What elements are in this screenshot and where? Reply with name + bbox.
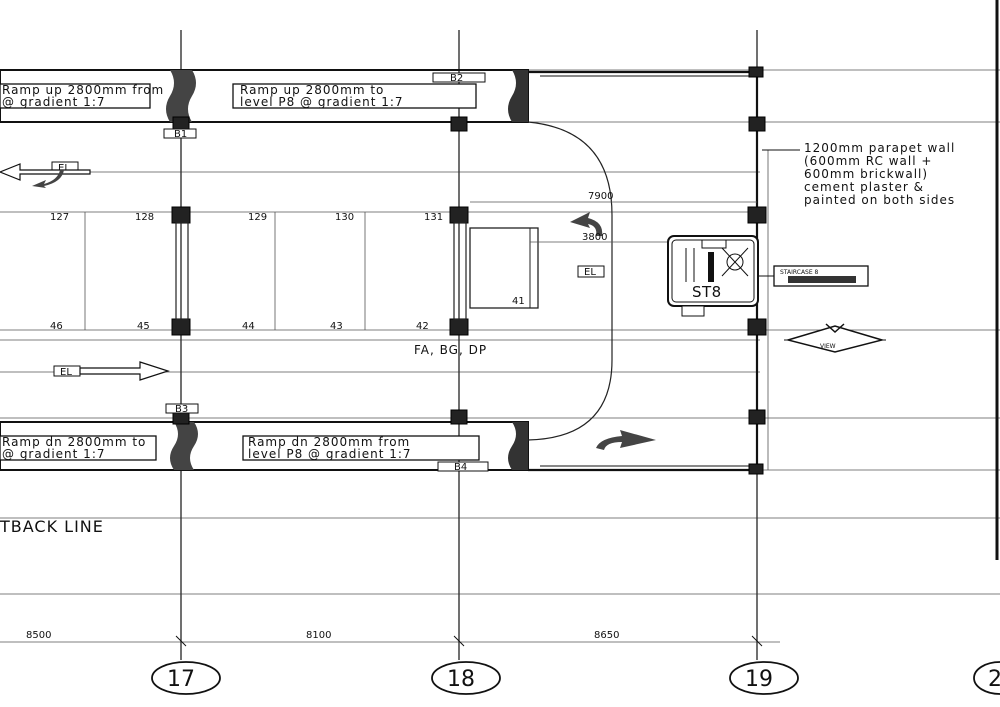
dimension-3800: 3800 [582,232,607,243]
el-tag: EL [58,163,70,174]
bay-number: 128 [135,212,154,223]
services-label: FA, BG, DP [414,343,487,357]
dimension-7900: 7900 [588,191,613,202]
ramp-label-bottom-mid-1: Ramp dn 2800mm from [248,435,410,449]
grid-label-19: 19 [745,667,773,692]
column-tag-b2: B2 [450,73,463,84]
bay-number-side: 41 [512,296,525,307]
ramp-label-top-left-2: @ gradient 1:7 [2,95,106,109]
view-marker: VIEW [784,323,886,353]
arrow-left-icon [0,163,91,181]
ramp-label-top-mid-2: level P8 @ gradient 1:7 [240,95,404,109]
ramp-label-top-left-1: Ramp up 2800mm from [2,83,164,97]
arrow-curve-bottom-icon [596,430,656,450]
top-ramp-band: Ramp up 2800mm from @ gradient 1:7 Ramp … [0,69,529,123]
bay-number: 129 [248,212,267,223]
setback-line-label: TBACK LINE [0,517,104,536]
dimension-bay-1: 8500 [26,630,51,641]
curved-driveway [527,121,613,441]
parapet-note-line: 600mm brickwall) [804,167,928,181]
parapet-note-line: cement plaster & [804,180,924,194]
el-tag: EL [60,367,72,378]
bottom-ramp-band: Ramp dn 2800mm to @ gradient 1:7 Ramp dn… [0,421,529,471]
column-tag-b3: B3 [175,404,188,415]
bay-number: 45 [137,321,150,332]
parking-bay-numbers-top: 127 128 129 130 131 [50,212,443,223]
arrow-right-icon [79,361,170,381]
traffic-arrows [0,163,656,450]
arrow-curve-down-icon [32,170,64,188]
staircase-tag: STAIRCASE 8 [780,269,819,276]
parking-bay-numbers-bottom: 46 45 44 43 42 [50,321,429,332]
parapet-note: 1200mm parapet wall (600mm RC wall + 600… [762,141,955,207]
arrow-curve-top-icon [570,212,603,236]
ramp-label-bottom-mid-2: level P8 @ gradient 1:7 [248,447,412,461]
bay-number: 127 [50,212,69,223]
dimension-bay-2: 8100 [306,630,331,641]
column-tag-b1: B1 [174,129,187,140]
bay-number: 46 [50,321,63,332]
dimension-lines: 7900 3800 [470,191,757,243]
bay-number: 43 [330,321,343,332]
el-tags: EL EL EL [51,161,605,378]
side-parking-bay: 41 [469,227,539,309]
column-tag-b4: B4 [454,462,467,473]
grid-label-18: 18 [447,667,475,692]
grid-label-17: 17 [167,667,195,692]
staircase-id: ST8 [692,283,722,301]
el-tag: EL [584,267,596,278]
dimension-bay-3: 8650 [594,630,619,641]
grid-label-20: 2 [988,667,1000,692]
vertical-grid-lines [84,0,999,660]
bottom-dimension-string: 8500 8100 8650 [26,630,763,647]
column-tags: B1 B2 B3 B4 [163,72,489,473]
ramp-label-top-mid-1: Ramp up 2800mm to [240,83,384,97]
parapet-note-line: 1200mm parapet wall [804,141,955,155]
grid-bubbles: 17 18 19 2 [151,661,1000,695]
parapet-note-line: painted on both sides [804,193,955,207]
bay-number: 44 [242,321,255,332]
ramp-label-bottom-left-2: @ gradient 1:7 [2,447,106,461]
parapet-note-line: (600mm RC wall + [804,154,932,168]
bay-number: 131 [424,212,443,223]
bay-number: 130 [335,212,354,223]
ramp-label-bottom-left-1: Ramp dn 2800mm to [2,435,146,449]
bay-number: 42 [416,321,429,332]
view-marker-text: VIEW [820,343,836,350]
staircase-8: ST8 STAIRCASE 8 [667,235,869,317]
